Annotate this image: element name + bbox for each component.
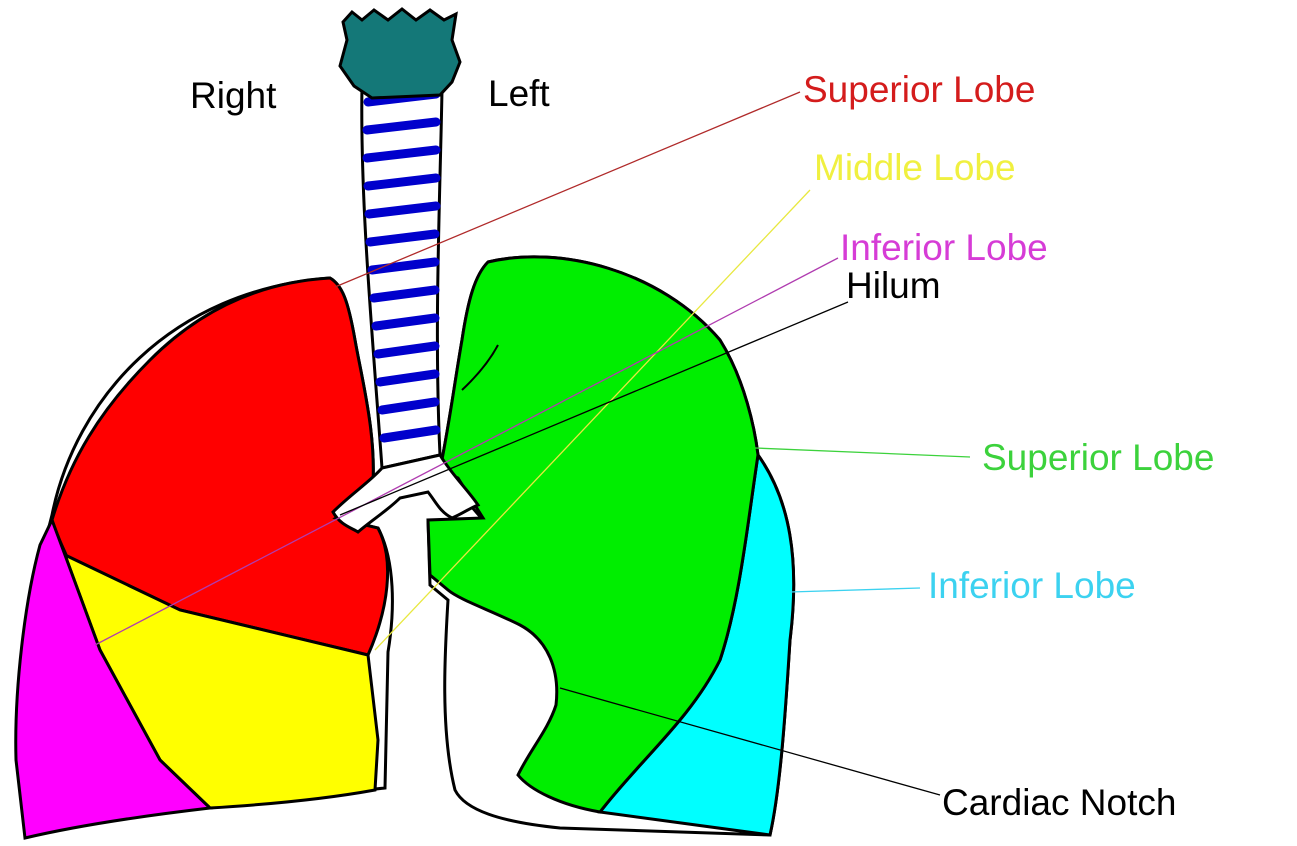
left-lung	[428, 257, 794, 835]
hilum-label: Hilum	[846, 265, 941, 306]
leader-left-inferior	[790, 588, 920, 592]
right-middle-lobe-label: Middle Lobe	[814, 147, 1016, 188]
right-inferior-lobe-label: Inferior Lobe	[840, 227, 1048, 268]
left-superior-lobe-label: Superior Lobe	[982, 437, 1214, 478]
right-superior-lobe-label: Superior Lobe	[803, 69, 1035, 110]
leader-left-superior	[755, 448, 970, 457]
right-side-label: Right	[190, 75, 277, 116]
left-inferior-lobe-label: Inferior Lobe	[928, 565, 1136, 606]
left-side-label: Left	[488, 73, 550, 114]
larynx	[340, 9, 460, 98]
cardiac-notch-label: Cardiac Notch	[942, 782, 1176, 823]
right-lung	[16, 278, 393, 838]
